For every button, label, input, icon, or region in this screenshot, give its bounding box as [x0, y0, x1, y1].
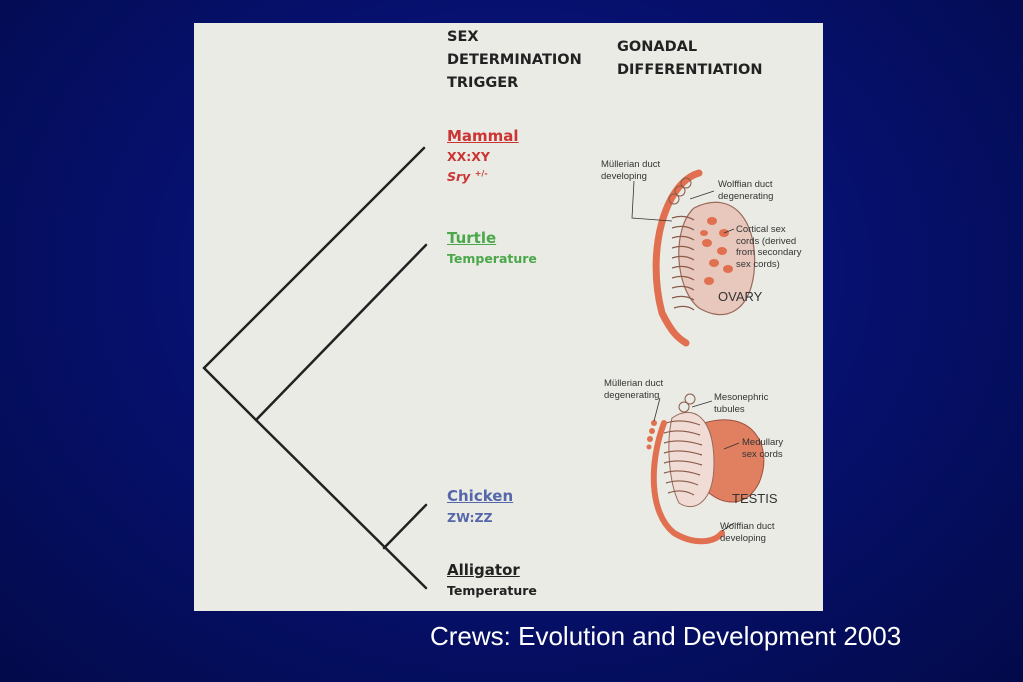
species-mammal-gene: Sry +/- — [447, 169, 488, 184]
figure-panel: SEX DETERMINATION TRIGGER GONADAL DIFFER… — [194, 23, 823, 611]
header-line: GONADAL — [617, 39, 698, 55]
ovary-leader-lines — [631, 180, 735, 234]
ovary-label-wolffian-duct: Wolffian duct degenerating — [718, 179, 774, 202]
testis-label-wolffian-duct: Wolffian duct developing — [720, 521, 775, 544]
ovary-wolffian-beads — [668, 177, 692, 205]
testis-tubules — [663, 420, 703, 496]
tree-branch-turtle — [254, 243, 428, 422]
sry-superscript: +/- — [474, 169, 488, 178]
species-turtle-system: Temperature — [447, 251, 537, 266]
figure-graphics — [202, 146, 765, 590]
ovary-tubules — [671, 215, 695, 311]
tree-branch-archosaur — [254, 418, 428, 590]
species-chicken-name: Chicken — [447, 487, 514, 505]
testis-mesonephric-beads — [678, 393, 696, 413]
testis-illustration — [646, 393, 765, 545]
testis-wolffian-duct — [650, 420, 725, 545]
sry-gene-label: Sry — [447, 169, 471, 185]
tree-branch-root — [202, 366, 258, 422]
ovary-mullerian-duct — [652, 169, 703, 347]
testis-body — [703, 419, 765, 503]
ovary-illustration — [631, 169, 756, 347]
tree-branch-mammal — [202, 146, 426, 370]
header-line: SEX — [447, 29, 479, 45]
header-line: DETERMINATION — [447, 52, 582, 68]
testis-tubule-region — [668, 412, 715, 508]
species-chicken-system: ZW:ZZ — [447, 510, 493, 525]
header-gonadal-differentiation: GONADAL DIFFERENTIATION — [617, 36, 762, 82]
testis-label-medullary-cords: Medullary sex cords — [742, 437, 784, 460]
species-turtle-name: Turtle — [447, 229, 497, 247]
ovary-title: OVARY — [718, 289, 763, 304]
testis-title: TESTIS — [732, 491, 778, 506]
ovary-body — [678, 201, 756, 316]
phylogenetic-tree — [202, 146, 428, 590]
testis-label-mesonephric-tubules: Mesonephric tubules — [714, 392, 769, 415]
testis-label-mullerian-duct: Müllerian duct degenerating — [604, 378, 664, 401]
species-alligator-name: Alligator — [447, 561, 520, 579]
header-line: DIFFERENTIATION — [617, 62, 763, 78]
tree-branch-chicken — [382, 503, 428, 550]
ovary-label-mullerian-duct: Müllerian duct developing — [601, 159, 661, 182]
header-sex-determination-trigger: SEX DETERMINATION TRIGGER — [447, 26, 582, 95]
species-alligator-system: Temperature — [447, 583, 537, 598]
header-line: TRIGGER — [447, 75, 519, 91]
species-mammal-name: Mammal — [447, 127, 519, 145]
testis-mullerian-remnant — [646, 420, 657, 450]
testis-leader-lines — [653, 397, 740, 532]
slide-caption: Crews: Evolution and Development 2003 — [430, 621, 902, 651]
species-mammal-system: XX:XY — [447, 149, 490, 164]
ovary-label-cortical-cords: Cortical sex cords (derived from seconda… — [736, 224, 802, 270]
